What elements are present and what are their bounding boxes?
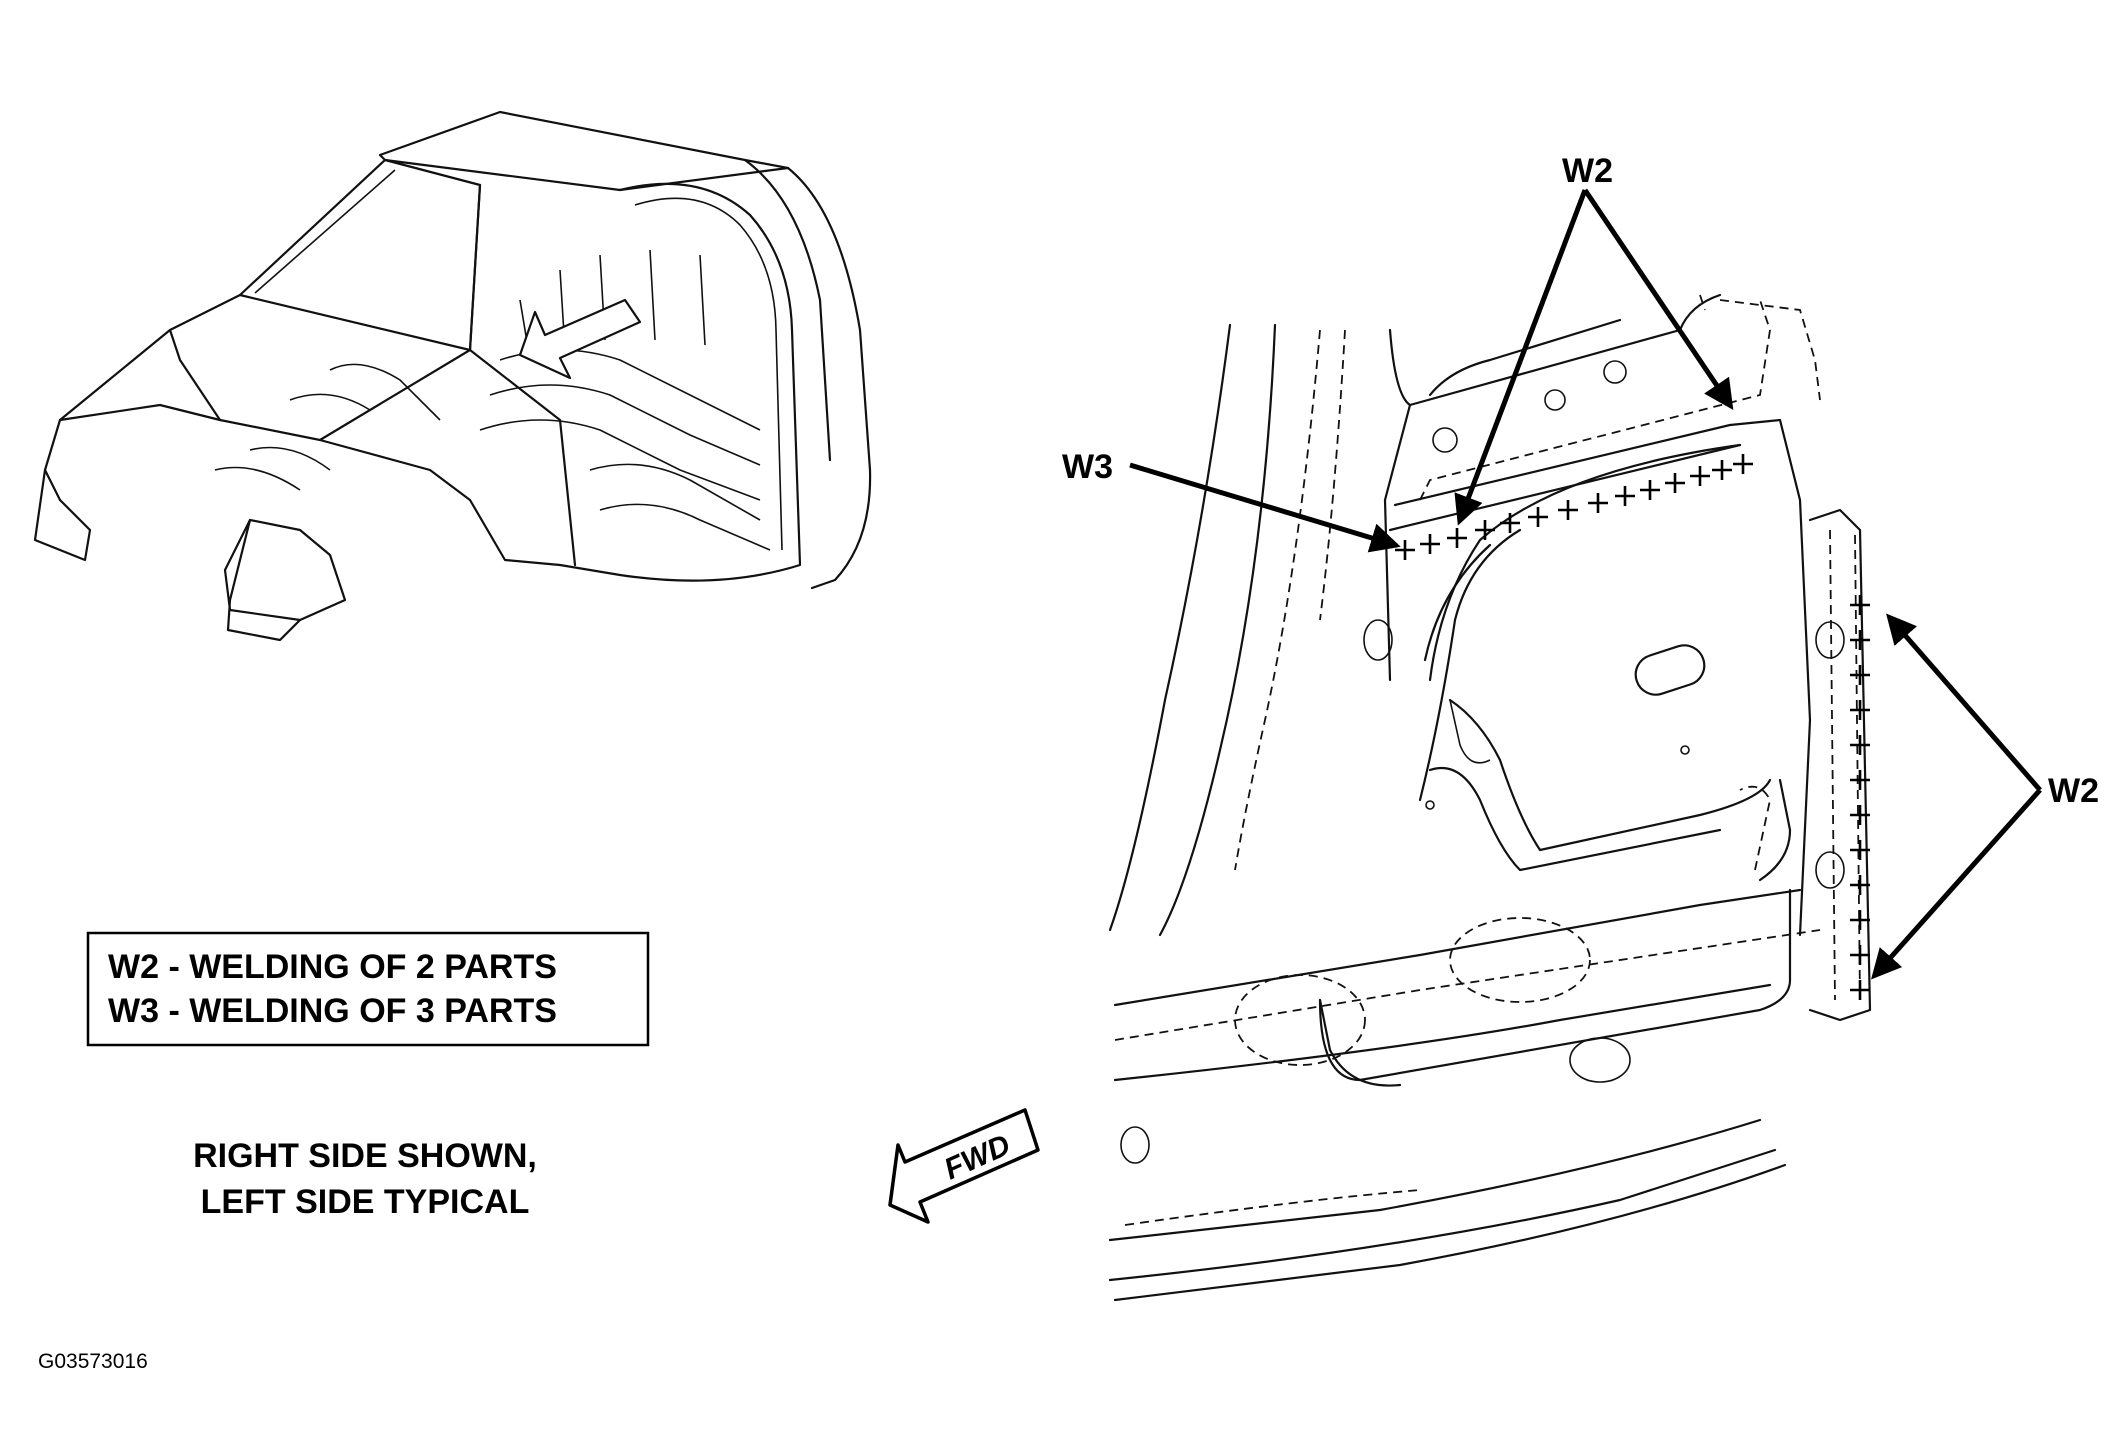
b-pillar-detail-view <box>1108 293 1872 1302</box>
w2-top-leader-lines <box>1454 188 1734 526</box>
side-note-line1: RIGHT SIDE SHOWN, <box>193 1137 537 1175</box>
w3-leader-line <box>1129 462 1401 553</box>
w3-label: W3 <box>1062 448 1113 486</box>
legend-line-w3: W3 - WELDING OF 3 PARTS <box>108 992 557 1030</box>
legend-box <box>86 931 650 1047</box>
legend-line-w2: W2 - WELDING OF 2 PARTS <box>108 948 557 986</box>
fwd-arrow-icon <box>888 1108 1040 1224</box>
weld-legend: W2 - WELDING OF 2 PARTS W3 - WELDING OF … <box>86 931 650 1047</box>
figure-code: G03573016 <box>38 1350 148 1373</box>
w2-top-label: W2 <box>1562 152 1613 190</box>
w2-right-leader-lines <box>1871 613 2042 980</box>
forward-direction-arrow: FWD <box>888 1108 1040 1224</box>
weld-points-right-flange <box>1850 595 1870 1000</box>
vehicle-body-illustration <box>33 110 872 642</box>
weld-points-top-flange <box>1395 454 1753 560</box>
side-note-line2: LEFT SIDE TYPICAL <box>201 1183 530 1221</box>
w2-right-label: W2 <box>2048 772 2099 810</box>
